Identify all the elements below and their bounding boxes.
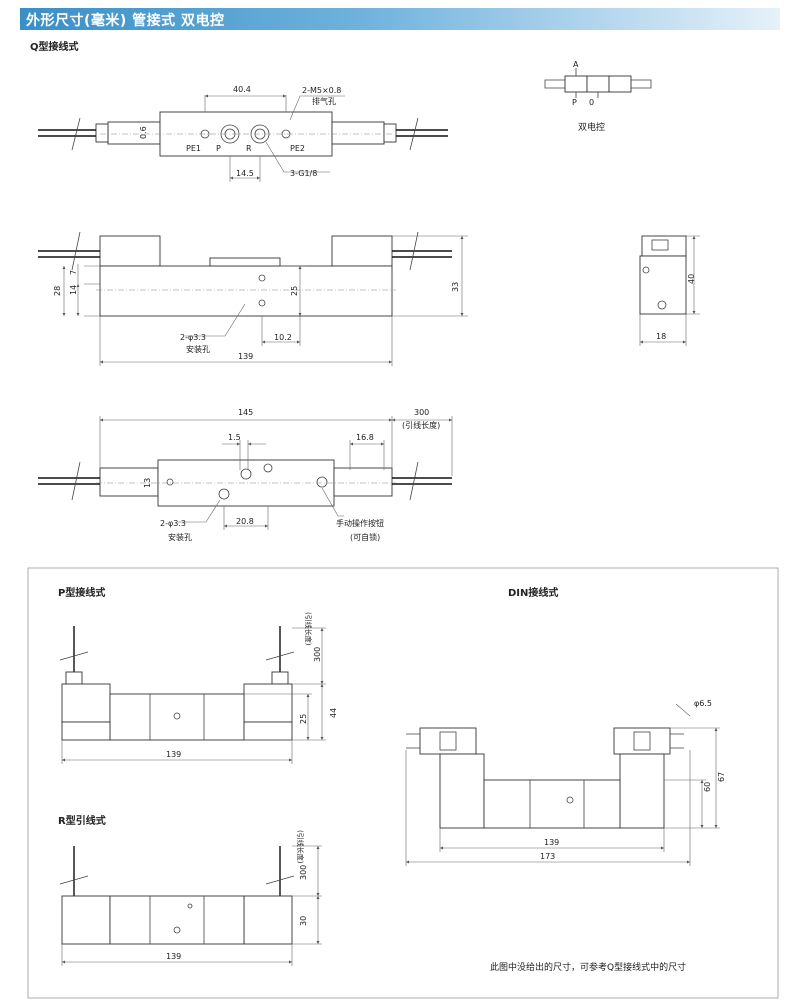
q-dim-13: 13 [143,478,152,488]
q-mount-label: 安装孔 [186,344,210,354]
symbol-zero: 0 [589,98,594,107]
r-lead-label: (引线长度) [296,830,305,864]
q-dim-40-4: 40.4 [233,85,251,94]
din-type-title: DIN接线式 [508,586,558,599]
q-dim-20-8: 20.8 [236,517,254,526]
q-g18-label: 3-G1/8 [290,169,317,178]
q-dim-18: 18 [656,332,666,341]
din-dim-173: 173 [540,852,555,861]
q-dim-300: 300 [414,408,429,417]
q-r-label: R [246,144,252,153]
din-phi-label: φ6.5 [694,699,712,708]
r-type-view: 300 (引线长度) 30 139 [59,830,322,966]
p-type-view: 300 (引线长度) 25 44 139 [59,612,338,764]
q-mount-label-b: 安装孔 [168,532,192,542]
r-dim-300: 300 [299,865,308,880]
q-type-title: Q型接线式 [30,40,79,53]
q-lead-label: (引线长度) [402,420,440,430]
symbol-caption: 双电控 [578,121,605,133]
q-front-view: 28 14 7 25 33 2-φ3.3 安装孔 10.2 139 [38,231,468,366]
p-dim-300: 300 [313,647,322,662]
q-bottom-view: 145 300 (引线长度) 1.5 16.8 13 2-φ3.3 安装孔 20… [38,408,453,542]
q-dim-40: 40 [687,274,696,284]
p-lead-label: (引线长度) [304,612,313,646]
din-type-view: φ6.5 60 67 139 173 [405,699,726,866]
q-dim-10-2: 10.2 [274,333,292,342]
variants-frame [27,567,779,999]
q-dim-0-6: 0.6 [139,126,148,139]
p-dim-25: 25 [299,714,308,724]
q-top-view: 40.4 2-M5×0.8 排气孔 0.6 PE1 P R PE2 14.5 3… [38,85,448,182]
p-dim-139: 139 [166,750,181,759]
valve-symbol: A P 0 双电控 [544,60,652,133]
din-dim-67: 67 [717,772,726,782]
q-lock-label: (可自锁) [350,532,380,542]
q-manual-label: 手动操作按钮 [336,518,384,528]
r-dim-139: 139 [166,952,181,961]
p-dim-44: 44 [329,708,338,718]
q-dim-16-8: 16.8 [356,433,374,442]
q-pe1-label: PE1 [186,144,201,153]
q-dim-14-5: 14.5 [236,169,254,178]
p-type-title: P型接线式 [58,586,105,599]
q-p-label: P [216,144,221,153]
q-exhaust-label: 排气孔 [312,96,336,106]
r-type-title: R型引线式 [58,814,106,827]
q-dim-145: 145 [238,408,253,417]
q-dim-14: 14 [69,285,78,295]
section-header: 外形尺寸(毫米) 管接式 双电控 [20,8,780,30]
r-dim-30: 30 [299,916,308,926]
q-dim-7: 7 [69,270,78,275]
q-dim-28: 28 [53,286,62,296]
symbol-a: A [573,60,579,69]
q-m5-label: 2-M5×0.8 [302,86,341,95]
din-dim-139: 139 [544,838,559,847]
q-dim-25: 25 [290,286,299,296]
footnote: 此图中没给出的尺寸，可参考Q型接线式中的尺寸 [490,961,686,973]
section-title: 外形尺寸(毫米) 管接式 双电控 [26,13,225,29]
din-dim-60: 60 [703,782,712,792]
q-phi-label: 2-φ3.3 [180,333,206,342]
symbol-p: P [572,98,577,107]
q-dim-139: 139 [238,352,253,361]
q-dim-1-5: 1.5 [228,433,241,442]
q-dim-33: 33 [451,282,460,292]
q-side-view: 40 18 [639,235,700,346]
q-pe2-label: PE2 [290,144,305,153]
q-phi-label-b: 2-φ3.3 [160,519,186,528]
